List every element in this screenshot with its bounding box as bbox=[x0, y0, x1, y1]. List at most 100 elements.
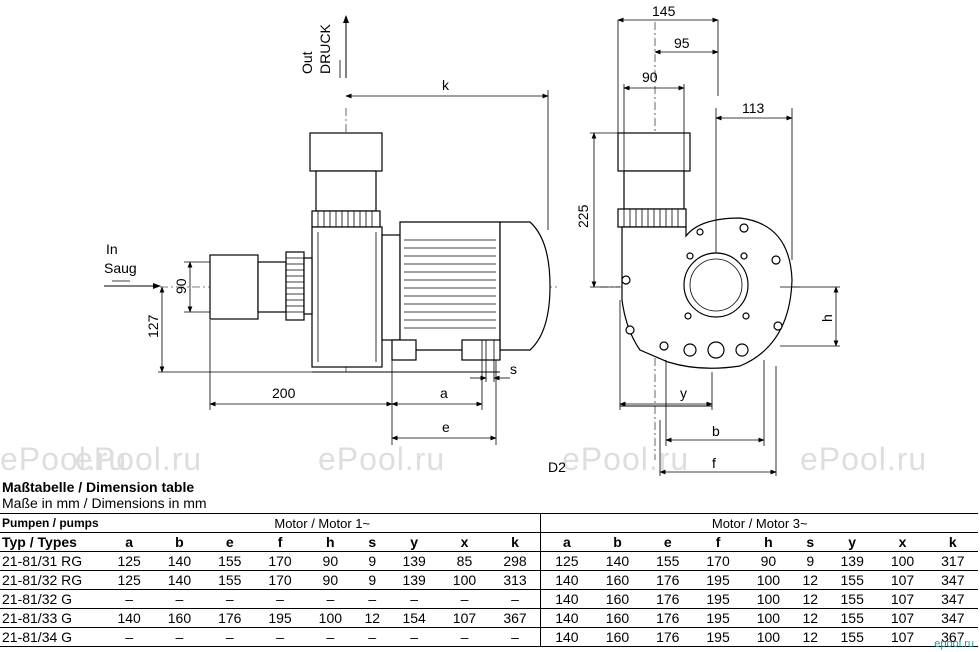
watermark-text: ePool.ru bbox=[75, 441, 202, 477]
table-cell: – bbox=[154, 627, 205, 647]
table-cell: 140 bbox=[540, 627, 593, 647]
col-header: b bbox=[592, 532, 643, 552]
motor-1-header: Motor / Motor 1~ bbox=[104, 513, 541, 533]
watermark-text: ePool.ru bbox=[0, 441, 127, 477]
dim-e-label: e bbox=[442, 419, 450, 435]
table-cell: – bbox=[439, 627, 490, 647]
table-cell: 170 bbox=[692, 551, 744, 571]
logo-text: epool.ru bbox=[934, 638, 974, 650]
col-header: f bbox=[692, 532, 744, 552]
table-cell: 85 bbox=[439, 551, 490, 571]
col-header: k bbox=[927, 532, 978, 552]
motor-foot-left bbox=[391, 339, 417, 361]
table-cell: 140 bbox=[540, 589, 593, 609]
table-cell: 176 bbox=[642, 627, 693, 647]
table-cell: 155 bbox=[827, 570, 878, 590]
col-header: k bbox=[489, 532, 541, 552]
table-cell: 107 bbox=[877, 608, 928, 628]
watermark-group: ePool.ru ePool.ru ePool.ru ePool.ru ePoo… bbox=[0, 441, 927, 477]
table-cell: – bbox=[489, 627, 541, 647]
front-view: 145 95 90 113 225 h y b bbox=[548, 3, 840, 476]
row-type: 21-81/31 RG bbox=[0, 551, 104, 571]
watermark-text: ePool.ru bbox=[318, 441, 445, 477]
table-cell: 195 bbox=[692, 589, 744, 609]
table-cell: 100 bbox=[439, 570, 490, 590]
table-cell: 9 bbox=[793, 551, 828, 571]
table-cell: 154 bbox=[389, 608, 440, 628]
flow-in-label: In bbox=[106, 241, 118, 257]
dim-113-label: 113 bbox=[742, 100, 765, 116]
outlet-union bbox=[309, 132, 383, 172]
row-type: 21-81/34 G bbox=[0, 627, 104, 647]
table-cell: 155 bbox=[204, 551, 255, 571]
dim-145-label: 145 bbox=[652, 3, 676, 19]
table-cell: 195 bbox=[254, 608, 306, 628]
col-header: f bbox=[254, 532, 306, 552]
table-cell: 317 bbox=[927, 551, 978, 571]
table-cell: – bbox=[439, 589, 490, 609]
table-cell: 160 bbox=[592, 589, 643, 609]
table-cell: 100 bbox=[743, 589, 794, 609]
inlet-union bbox=[209, 254, 259, 320]
table-cell: 12 bbox=[355, 608, 390, 628]
col-header: e bbox=[642, 532, 693, 552]
table-cell: 195 bbox=[692, 627, 744, 647]
table-cell: 160 bbox=[592, 627, 643, 647]
table-cell: – bbox=[154, 589, 205, 609]
motor-3-header: Motor / Motor 3~ bbox=[540, 513, 978, 533]
table-cell: 140 bbox=[592, 551, 643, 571]
table-group-header-row: Pumpen / pumps Motor / Motor 1~ Motor / … bbox=[0, 513, 978, 533]
table-cell: 160 bbox=[154, 608, 205, 628]
table-cell: 139 bbox=[389, 570, 440, 590]
table-cell: 100 bbox=[877, 551, 928, 571]
flow-out-de-label: DRUCK bbox=[317, 24, 333, 74]
table-cell: 160 bbox=[592, 608, 643, 628]
motor-end-cap bbox=[499, 221, 551, 351]
col-header: s bbox=[793, 532, 828, 552]
table-cell: 155 bbox=[827, 627, 878, 647]
table-cell: 12 bbox=[793, 627, 828, 647]
table-cell: – bbox=[305, 589, 356, 609]
inlet-pipe bbox=[257, 261, 287, 313]
table-cell: 90 bbox=[305, 570, 356, 590]
table-cell: 155 bbox=[204, 570, 255, 590]
table-cell: 160 bbox=[592, 570, 643, 590]
table-cell: 313 bbox=[489, 570, 541, 590]
table-cell: 90 bbox=[743, 551, 794, 571]
table-cell: 176 bbox=[642, 589, 693, 609]
table-cell: – bbox=[204, 627, 255, 647]
dim-200-label: 200 bbox=[272, 385, 296, 401]
col-header: a bbox=[540, 532, 593, 552]
dim-b-label: b bbox=[712, 423, 720, 439]
table-cell: 125 bbox=[540, 551, 593, 571]
col-header: b bbox=[154, 532, 205, 552]
dim-k-label: k bbox=[442, 77, 450, 93]
col-header: e bbox=[204, 532, 255, 552]
table-cell: 100 bbox=[743, 627, 794, 647]
row-type: 21-81/33 G bbox=[0, 608, 104, 628]
dim-s-label: s bbox=[510, 361, 517, 377]
table-cell: 176 bbox=[642, 570, 693, 590]
table-cell: 139 bbox=[827, 551, 878, 571]
table-cell: 140 bbox=[104, 608, 155, 628]
watermark-text: ePool.ru bbox=[800, 441, 927, 477]
table-cell: 12 bbox=[793, 608, 828, 628]
dimension-table: Pumpen / pumps Motor / Motor 1~ Motor / … bbox=[0, 513, 978, 647]
table-cell: 125 bbox=[104, 570, 155, 590]
dim-h-label: h bbox=[819, 314, 835, 322]
flow-in-de-label: Saug bbox=[104, 260, 137, 276]
table-cell: 347 bbox=[927, 589, 978, 609]
dim-y-label: y bbox=[680, 385, 687, 401]
table-cell: 12 bbox=[793, 589, 828, 609]
outlet-nut bbox=[311, 210, 381, 228]
col-header: x bbox=[877, 532, 928, 552]
technical-drawing: ePool.ru ePool.ru ePool.ru ePool.ru ePoo… bbox=[0, 3, 927, 477]
table-cell: – bbox=[355, 589, 390, 609]
table-cell: – bbox=[355, 627, 390, 647]
table-cell: – bbox=[489, 589, 541, 609]
row-type: 21-81/32 G bbox=[0, 589, 104, 609]
